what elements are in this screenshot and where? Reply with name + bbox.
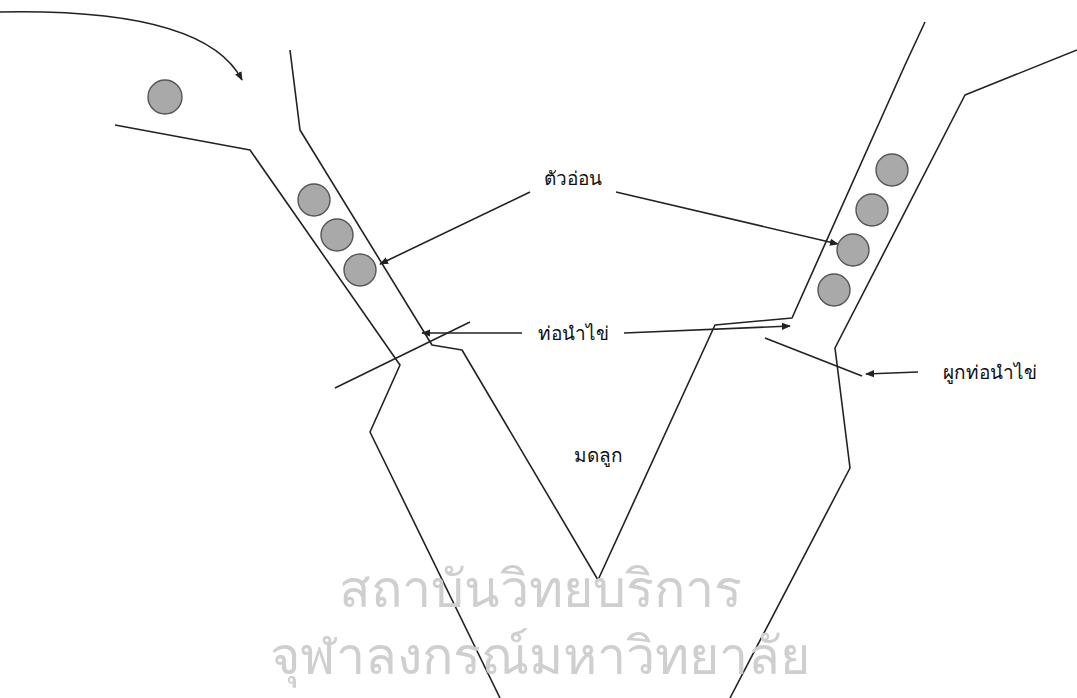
uterus-cavity xyxy=(290,22,925,580)
ligation-mark xyxy=(335,322,470,388)
embryo xyxy=(876,154,908,186)
leader-arrow xyxy=(422,332,522,334)
part-label: ตัวอ่อน xyxy=(544,166,602,191)
part-label: มดลูก xyxy=(574,443,623,468)
leader-arrow xyxy=(624,326,790,333)
watermark: สถาบันวิทยบริการ xyxy=(339,556,742,624)
embryo xyxy=(148,80,182,114)
ligation-mark xyxy=(765,338,862,376)
embryo xyxy=(837,234,869,266)
embryo xyxy=(298,184,330,216)
uterus-outline-right xyxy=(730,50,1077,698)
entry-arrow xyxy=(0,12,242,80)
watermark: จุฬาลงกรณ์มหาวิทยาลัย xyxy=(270,623,810,691)
leader-arrow xyxy=(380,192,530,264)
leader-arrow xyxy=(616,192,838,244)
embryo xyxy=(818,274,850,306)
part-label: ท่อนำไข่ xyxy=(538,321,609,346)
embryo xyxy=(321,219,353,251)
embryo xyxy=(344,254,376,286)
part-label: ผูกท่อนำไข่ xyxy=(943,360,1037,385)
leader-arrow xyxy=(866,372,918,374)
embryo xyxy=(856,194,888,226)
